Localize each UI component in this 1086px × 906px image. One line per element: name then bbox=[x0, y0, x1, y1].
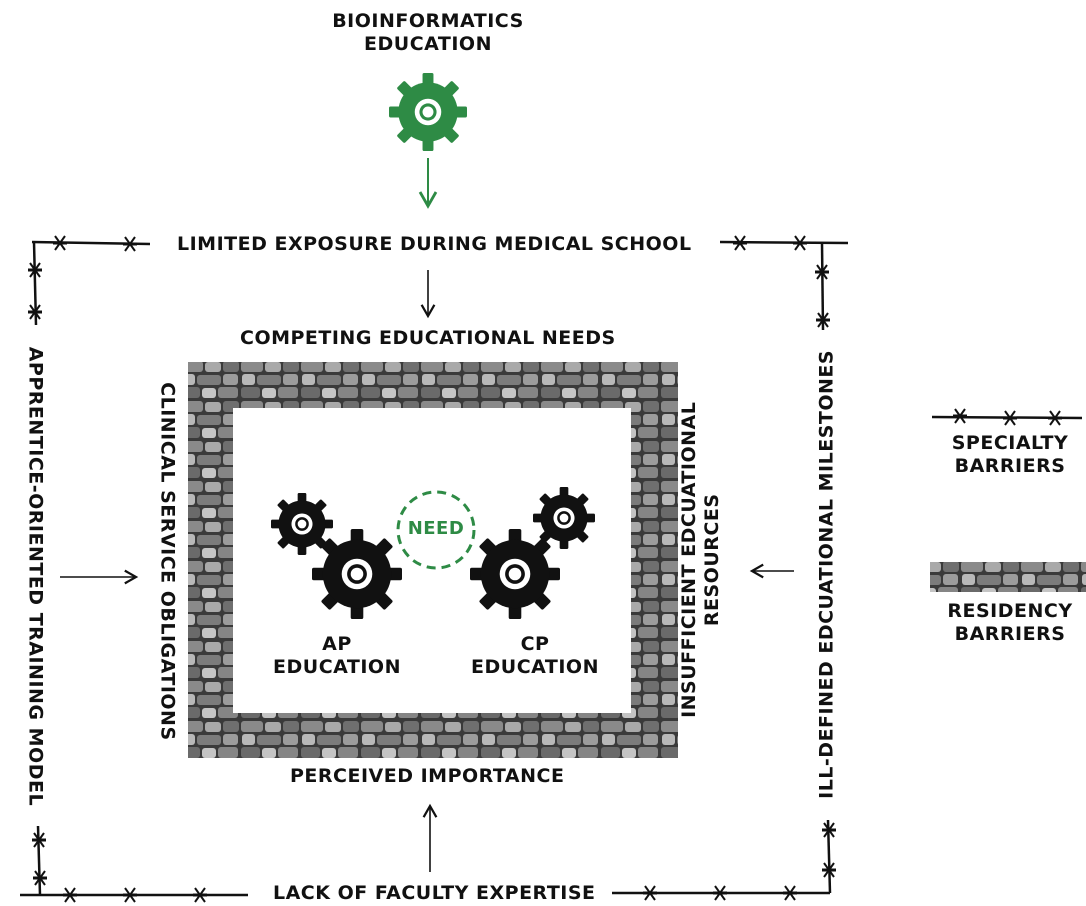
ap-large-gear-icon bbox=[312, 529, 402, 619]
insufficient-line-1: INSUFFICIENT EDCUATIONAL bbox=[678, 401, 701, 718]
residency-line-2: BARRIERS bbox=[954, 622, 1066, 645]
competing-needs-label: COMPETING EDUCATIONAL NEEDS bbox=[240, 327, 616, 349]
ap-education-label: AP EDUCATION bbox=[262, 633, 412, 679]
bioinformatics-title: BIOINFORMATICS EDUCATION bbox=[318, 10, 538, 56]
ill-defined-label: ILL-DEFINED EDCUATIONAL MILESTONES bbox=[815, 349, 838, 799]
title-line-1: BIOINFORMATICS bbox=[332, 10, 524, 32]
insufficient-resources-label: INSUFFICIENT EDCUATIONAL RESOURCES bbox=[678, 380, 724, 740]
legend-stone-wall bbox=[930, 562, 1086, 592]
perceived-importance-label: PERCEIVED IMPORTANCE bbox=[290, 765, 565, 787]
legend-specialty-label: SPECIALTY BARRIERS bbox=[935, 432, 1085, 478]
title-line-2: EDUCATION bbox=[364, 32, 492, 55]
legend-residency-label: RESIDENCY BARRIERS bbox=[935, 600, 1085, 646]
ap-line-2: EDUCATION bbox=[273, 655, 401, 678]
residency-line-1: RESIDENCY bbox=[947, 600, 1073, 622]
barbed-wire-top-right bbox=[719, 234, 849, 331]
barbed-wire-bottom-right bbox=[612, 819, 838, 902]
barbed-wire-top-left bbox=[26, 234, 151, 326]
cp-line-1: CP bbox=[520, 633, 550, 655]
specialty-line-1: SPECIALTY bbox=[951, 432, 1069, 454]
apprentice-model-label: APPRENTICE-ORIENTED TRAINING MODEL bbox=[24, 346, 47, 807]
limited-exposure-label: LIMITED EXPOSURE DURING MEDICAL SCHOOL bbox=[177, 233, 692, 255]
barbed-wire-bottom-left bbox=[20, 825, 248, 904]
need-label: NEED bbox=[407, 518, 465, 539]
ap-line-1: AP bbox=[322, 633, 352, 655]
need-circle bbox=[396, 490, 476, 570]
cp-line-2: EDUCATION bbox=[471, 655, 599, 678]
cp-large-gear-icon bbox=[470, 529, 560, 619]
legend-barbed-wire bbox=[931, 407, 1083, 427]
top-gear-icon bbox=[389, 73, 467, 151]
clinical-service-label: CLINICAL SERVICE OBLIGATIONS bbox=[156, 382, 179, 741]
insufficient-line-2: RESOURCES bbox=[701, 493, 723, 627]
wall-interior bbox=[233, 408, 631, 713]
lack-faculty-label: LACK OF FACULTY EXPERTISE bbox=[273, 882, 596, 904]
cp-education-label: CP EDUCATION bbox=[460, 633, 610, 679]
specialty-line-2: BARRIERS bbox=[954, 454, 1066, 477]
